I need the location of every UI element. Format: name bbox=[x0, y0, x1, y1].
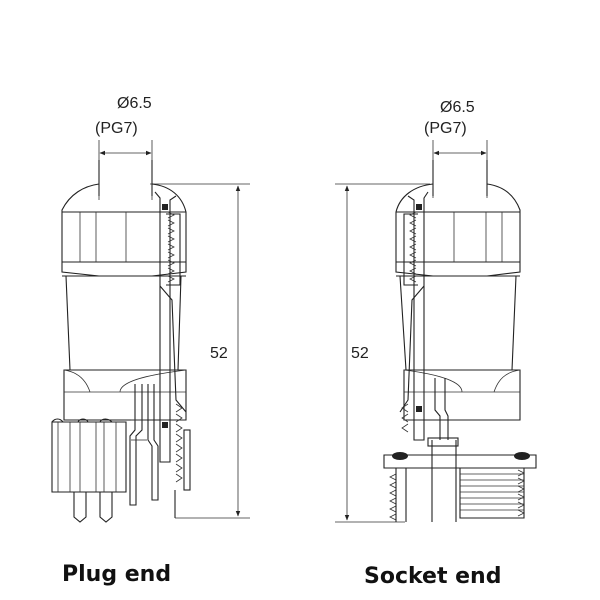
socket-diameter-label: Ø6.5 bbox=[440, 99, 475, 116]
socket-gland-nut bbox=[395, 183, 521, 277]
socket-thread-label: (PG7) bbox=[424, 120, 467, 137]
socket-caption: Socket end bbox=[364, 564, 501, 589]
socket-flange bbox=[383, 452, 537, 522]
plug-length-dimension: 52 bbox=[150, 183, 250, 519]
socket-end-drawing: Ø6.5 (PG7) 52 bbox=[335, 99, 537, 589]
socket-contacts bbox=[427, 378, 459, 522]
socket-length-label: 52 bbox=[351, 345, 369, 362]
plug-section bbox=[154, 191, 191, 518]
socket-cable bbox=[432, 160, 488, 196]
plug-length-label: 52 bbox=[210, 345, 228, 362]
plug-gland-nut bbox=[61, 183, 187, 277]
plug-bottom-pins bbox=[73, 492, 113, 523]
plug-coupling-ring bbox=[51, 418, 127, 493]
plug-diameter-label: Ø6.5 bbox=[117, 95, 152, 112]
plug-cable bbox=[98, 160, 153, 196]
socket-body bbox=[396, 275, 521, 421]
socket-threaded-stub bbox=[389, 468, 525, 522]
socket-section bbox=[399, 191, 429, 441]
plug-contacts bbox=[129, 384, 159, 506]
plug-end-drawing: Ø6.5 (PG7) 52 bbox=[51, 95, 250, 587]
plug-thread-label: (PG7) bbox=[95, 120, 138, 137]
plug-diameter-dimension: Ø6.5 (PG7) bbox=[95, 95, 153, 200]
plug-caption: Plug end bbox=[62, 562, 171, 587]
socket-length-dimension: 52 bbox=[335, 183, 430, 523]
plug-body bbox=[62, 275, 187, 421]
